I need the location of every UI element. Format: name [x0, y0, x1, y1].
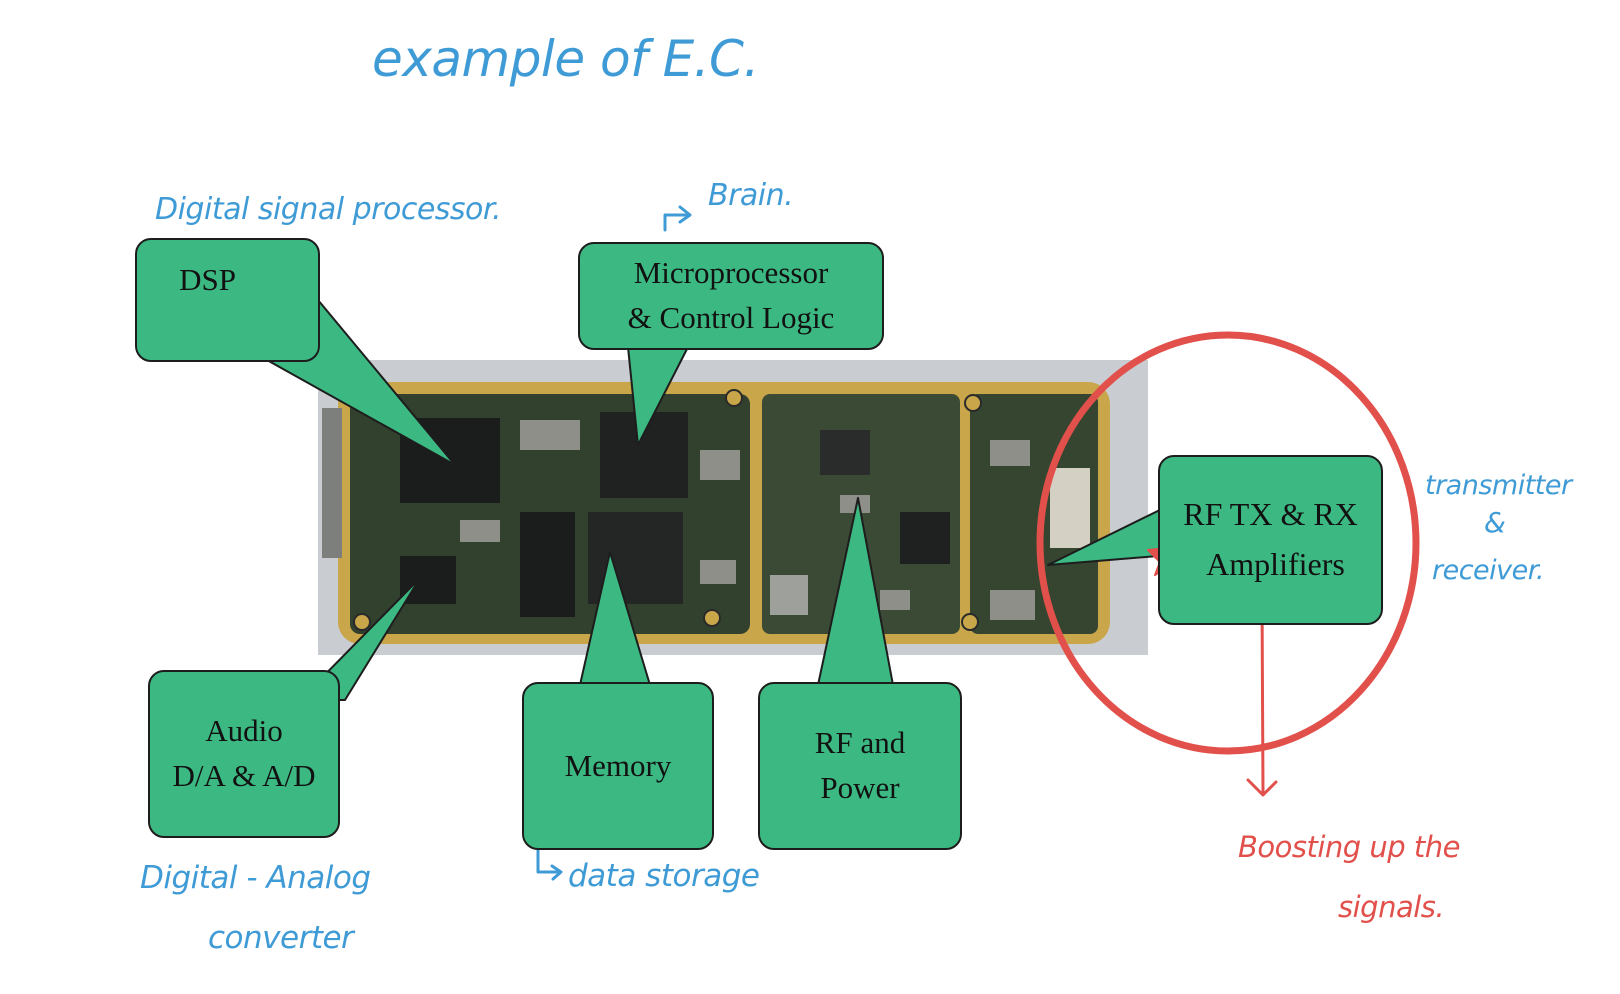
- note-amp-line2: signals.: [1338, 890, 1445, 924]
- memory-arrow: [536, 848, 563, 881]
- callout-micro-line1: Microprocessor: [633, 255, 829, 291]
- note-audio-line2: converter: [208, 920, 354, 956]
- power-chip: [900, 512, 950, 564]
- rf-chip: [820, 430, 870, 475]
- memory-chip: [520, 512, 575, 617]
- amp-arrow: [1246, 594, 1278, 797]
- callout-audio-line2: D/A & A/D: [172, 758, 316, 793]
- callout-rftx-line2: Amplifiers: [1206, 546, 1345, 582]
- callout-rf-tx-rx: RF TX & RX Amplifiers: [1158, 455, 1383, 625]
- note-rf-line3: receiver.: [1432, 555, 1544, 586]
- callout-rfpower-line2: Power: [820, 770, 900, 805]
- callout-audio-line1: Audio: [205, 713, 283, 749]
- callout-rftx-line1: RF TX & RX: [1183, 496, 1358, 533]
- callout-rfpower-line1: RF and: [814, 725, 906, 761]
- note-microprocessor: Brain.: [708, 178, 794, 213]
- callout-audio: Audio D/A & A/D: [148, 670, 340, 838]
- note-memory: data storage: [568, 858, 760, 894]
- note-rf-line1: transmitter: [1425, 470, 1572, 501]
- callout-dsp-label: DSP: [179, 261, 236, 297]
- circuit-board: [322, 382, 1110, 644]
- note-dsp: Digital signal processor.: [155, 192, 502, 227]
- callout-memory-label: Memory: [564, 747, 672, 783]
- crystal: [770, 575, 808, 615]
- callout-dsp: DSP: [135, 238, 320, 362]
- callout-micro-line2: & Control Logic: [627, 300, 835, 335]
- note-rf-line2: &: [1484, 506, 1506, 539]
- highlight-circle: [1036, 331, 1420, 755]
- brain-arrow: [663, 205, 692, 232]
- callout-memory: Memory: [522, 682, 714, 850]
- note-audio-line1: Digital - Analog: [140, 860, 371, 896]
- shield-can: [1050, 468, 1090, 548]
- handwritten-title: example of E.C.: [372, 30, 759, 88]
- callout-rf-power: RF and Power: [758, 682, 962, 850]
- callout-microprocessor: Microprocessor & Control Logic: [578, 242, 884, 350]
- note-amp-line1: Boosting up the: [1238, 830, 1461, 864]
